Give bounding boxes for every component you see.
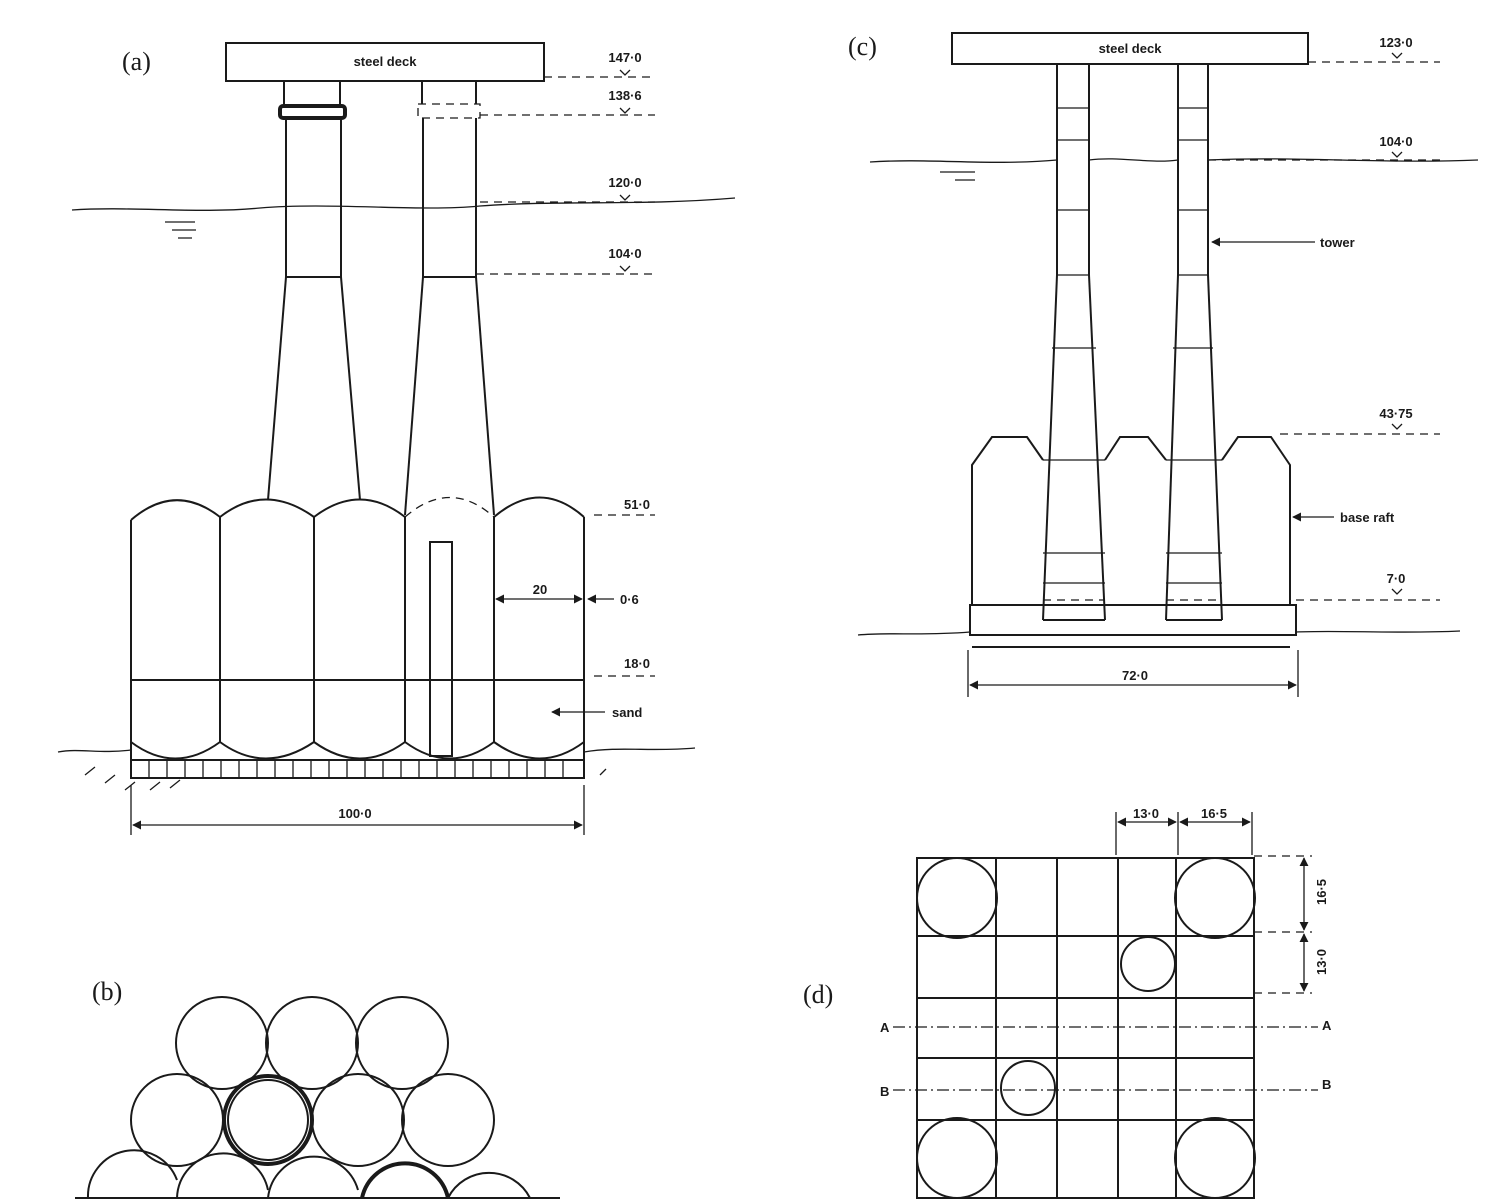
dim-side-16-5: 16·5 <box>1314 879 1329 905</box>
plan-cells <box>916 857 1256 1199</box>
level-104-0: 104·0 <box>608 246 641 261</box>
panel-a: (a) steel deck <box>57 42 736 835</box>
panel-d: (d) A A B B 13·0 16·5 <box>803 806 1332 1199</box>
water-surface-c <box>869 158 1479 163</box>
level-symbols-c <box>1391 52 1403 595</box>
base-width-label-c: 72·0 <box>1122 668 1148 683</box>
panel-d-label: (d) <box>803 980 833 1009</box>
panel-b: (b) <box>75 977 560 1199</box>
seabed-a <box>57 747 696 753</box>
level-123-0: 123·0 <box>1379 35 1412 50</box>
tower-left-c <box>1042 64 1106 621</box>
level-147-0: 147·0 <box>608 50 641 65</box>
level-markers-c <box>1208 61 1440 601</box>
base-width-label-a: 100·0 <box>338 806 371 821</box>
water-symbol-c <box>940 171 975 181</box>
sand-label: sand <box>612 705 642 720</box>
water-symbol-a <box>165 221 196 239</box>
plan-dims-side <box>1254 855 1312 994</box>
water-surface-a <box>71 197 736 211</box>
dim-top-13-0: 13·0 <box>1133 806 1159 821</box>
level-18-0: 18·0 <box>624 656 650 671</box>
panel-c: (c) steel deck <box>848 32 1479 697</box>
tower-right-c <box>1165 64 1223 621</box>
column-left-a <box>267 81 361 501</box>
seabed-c <box>857 630 1461 636</box>
level-7-0: 7·0 <box>1387 571 1406 586</box>
dim-top-16-5: 16·5 <box>1201 806 1227 821</box>
level-104-0-c: 104·0 <box>1379 134 1412 149</box>
cell-width-label: 20 <box>533 582 547 597</box>
steel-deck-c-label: steel deck <box>1099 41 1163 56</box>
level-symbols-a <box>619 69 631 272</box>
steel-deck-a-label: steel deck <box>354 54 418 69</box>
plan-outline <box>916 857 1255 1199</box>
steel-deck-c <box>951 32 1309 65</box>
cell-plan-circles <box>75 996 560 1199</box>
seabed-hatch-a <box>84 766 607 791</box>
base-raft-c <box>969 436 1297 648</box>
section-a-right: A <box>1322 1018 1332 1033</box>
dim-side-13-0: 13·0 <box>1314 949 1329 975</box>
level-43-75: 43·75 <box>1379 406 1412 421</box>
section-b-left: B <box>880 1084 889 1099</box>
tower-label: tower <box>1320 235 1355 250</box>
panel-a-label: (a) <box>122 47 151 76</box>
level-138-6: 138·6 <box>608 88 641 103</box>
raft-label: base raft <box>1340 510 1395 525</box>
base-blocks-a <box>130 759 585 779</box>
level-51-0: 51·0 <box>624 497 650 512</box>
steel-deck-a <box>225 42 545 82</box>
section-b-right: B <box>1322 1077 1331 1092</box>
plan-dims-top <box>1115 812 1253 855</box>
section-a-left: A <box>880 1020 890 1035</box>
column-right-a <box>404 81 495 516</box>
level-markers-a <box>476 76 655 677</box>
wall-thickness-label: 0·6 <box>620 592 639 607</box>
caisson-cells-a <box>130 496 585 760</box>
panel-c-label: (c) <box>848 32 877 61</box>
panel-b-label: (b) <box>92 977 122 1006</box>
level-120-0: 120·0 <box>608 175 641 190</box>
